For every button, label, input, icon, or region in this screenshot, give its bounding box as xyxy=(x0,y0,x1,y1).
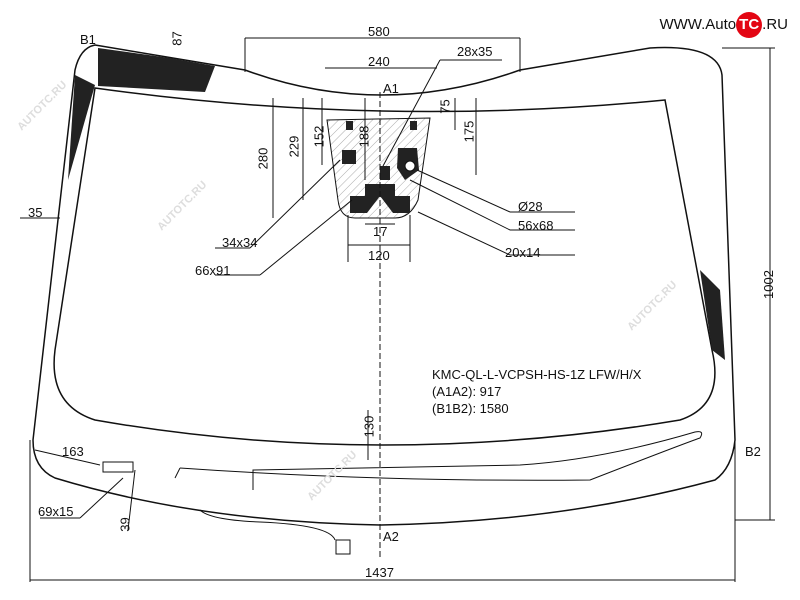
dim-66x91: 66x91 xyxy=(195,263,231,278)
a1a2-length: (A1A2): 917 xyxy=(432,384,502,399)
point-a1: A1 xyxy=(383,81,399,96)
dim-35: 35 xyxy=(28,205,43,220)
sensor-area xyxy=(326,117,431,219)
dim-diameter-28: Ø28 xyxy=(518,199,543,214)
dim-163: 163 xyxy=(62,444,84,459)
dim-34x34: 34x34 xyxy=(222,235,258,250)
dim-240: 240 xyxy=(368,54,390,69)
visible-area-outline xyxy=(53,87,716,446)
dim-17: 17 xyxy=(373,224,388,239)
connector-plug xyxy=(335,539,351,555)
part-code: KMC-QL-L-VCPSH-HS-1Z LFW/H/X xyxy=(432,367,642,382)
dim-1437: 1437 xyxy=(365,565,394,580)
connector-cable xyxy=(199,509,336,541)
dim-120: 120 xyxy=(368,248,390,263)
dim-580: 580 xyxy=(368,24,390,39)
dim-188: 188 xyxy=(356,125,372,148)
dim-152: 152 xyxy=(311,125,327,148)
black-band-right xyxy=(700,270,725,360)
point-b1: B1 xyxy=(80,32,96,47)
point-a2: A2 xyxy=(383,529,399,544)
dim-130: 130 xyxy=(361,415,377,438)
glass-outline xyxy=(32,44,736,526)
dim-28x35: 28x35 xyxy=(457,44,493,59)
label-box xyxy=(102,461,134,473)
dim-20x14: 20x14 xyxy=(505,245,541,260)
point-b2: B2 xyxy=(745,444,761,459)
dim-87: 87 xyxy=(169,31,185,46)
dim-175: 175 xyxy=(461,120,477,143)
dim-39: 39 xyxy=(117,517,133,532)
dim-69x15: 69x15 xyxy=(38,504,74,519)
dim-56x68: 56x68 xyxy=(518,218,554,233)
dim-229: 229 xyxy=(286,135,302,158)
black-band-left-edge xyxy=(68,75,95,180)
dim-1002: 1002 xyxy=(760,270,776,299)
dim-280: 280 xyxy=(255,147,271,170)
b1b2-length: (B1B2): 1580 xyxy=(432,401,509,416)
dim-75: 75 xyxy=(437,99,453,114)
heating-wire xyxy=(179,431,703,490)
sensor-blocks xyxy=(342,121,419,213)
black-band-left xyxy=(98,48,215,92)
